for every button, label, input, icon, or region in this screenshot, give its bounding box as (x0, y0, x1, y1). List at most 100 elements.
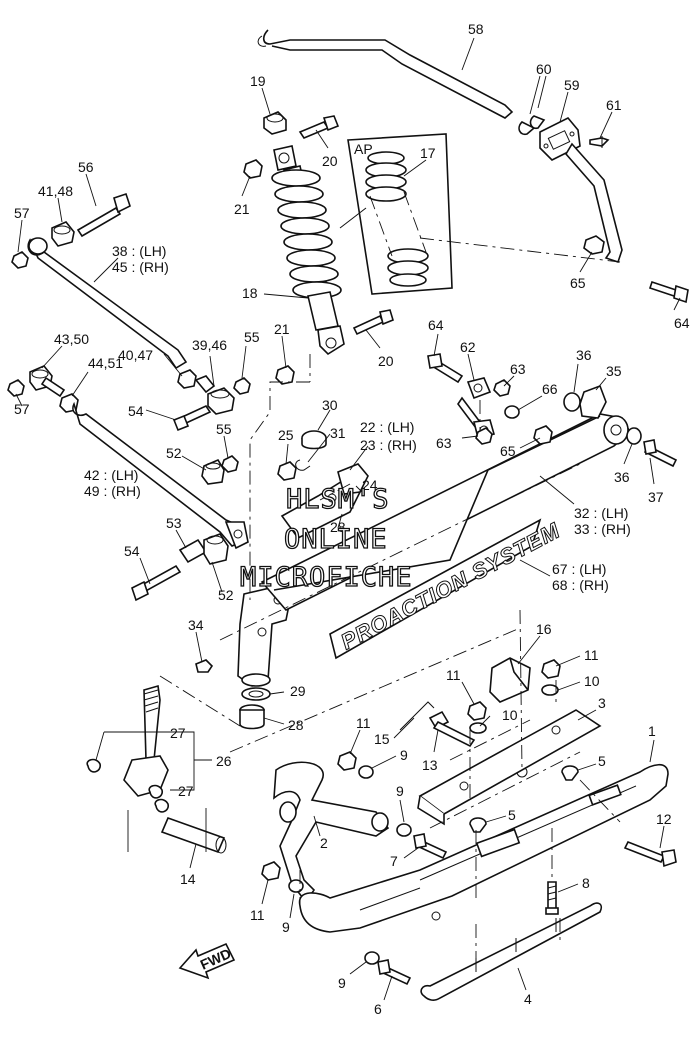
link-nut-b (475, 427, 493, 445)
stopper-16 (489, 657, 531, 703)
carbide-stud (545, 881, 559, 915)
arm-bolt-upper (172, 404, 212, 432)
saddle-bolt (428, 710, 476, 748)
forward-arrow: FWD (178, 942, 236, 980)
callout-43-50: 43,50 (54, 331, 89, 347)
callout-1: 1 (648, 723, 656, 739)
callout-26: 26 (216, 753, 232, 769)
callout-52b: 52 (218, 587, 234, 603)
arm-washer-a (563, 392, 581, 412)
upper-arm-bolt (76, 192, 131, 238)
callout-35: 35 (606, 363, 622, 379)
callout-68-rh: 68 : (RH) (552, 577, 609, 593)
callout-5b: 5 (508, 807, 516, 823)
saddle-nut-a (541, 659, 561, 679)
wear-bar (420, 902, 603, 1001)
callout-21b: 21 (274, 321, 290, 337)
shock-lower-bolt (352, 309, 394, 336)
ski-bolt-7 (413, 833, 448, 860)
callout-63b: 63 (436, 435, 452, 451)
callout-20b: 20 (378, 353, 394, 369)
callout-49-rh: 49 : (RH) (84, 483, 141, 499)
grease-nipple (195, 659, 214, 673)
callout-11b: 11 (446, 667, 461, 683)
callout-36a: 36 (576, 347, 592, 363)
upper-radius-rod (27, 237, 188, 370)
callout-62: 62 (460, 339, 476, 355)
saddle-screw-a (561, 765, 579, 781)
callout-25: 25 (278, 427, 294, 443)
shock-top-bolt (298, 115, 340, 139)
callout-10b: 10 (502, 707, 518, 723)
callout-12: 12 (656, 811, 672, 827)
callout-65a: 65 (570, 275, 586, 291)
link-washer (504, 405, 520, 419)
stabilizer-bar (257, 29, 514, 119)
callout-60: 60 (536, 61, 552, 77)
callout-4: 4 (524, 991, 532, 1007)
link-nut-c (533, 425, 553, 445)
ski-nut-b (261, 861, 281, 881)
callout-labels: 58 60 59 61 19 20 17 21 56 41,48 57 38 :… (14, 21, 690, 1017)
assembly-lines (159, 237, 621, 958)
callout-33-rh: 33 : (RH) (574, 521, 631, 537)
sleeve-14 (160, 816, 227, 854)
callout-54a: 54 (128, 403, 144, 419)
callout-22-lh: 22 : (LH) (360, 419, 414, 435)
callout-39-46: 39,46 (192, 337, 227, 353)
callout-9a: 9 (400, 747, 408, 763)
callout-36b: 36 (614, 469, 630, 485)
callout-66: 66 (542, 381, 558, 397)
callout-34: 34 (188, 617, 204, 633)
shock-lower-nut (275, 365, 295, 385)
callout-58: 58 (468, 21, 484, 37)
callout-38-lh: 38 : (LH) (112, 243, 166, 259)
callout-64a: 64 (674, 315, 690, 331)
callout-52a: 52 (166, 445, 182, 461)
callout-27a: 27 (170, 725, 186, 741)
shock-top-nut (243, 159, 263, 179)
bracket-screw (589, 136, 610, 148)
callout-63a: 63 (510, 361, 526, 377)
arm-bolt-37 (643, 439, 678, 468)
link-bolt-lower (427, 353, 464, 384)
ski-washer-c (288, 879, 304, 893)
callout-11c: 11 (356, 715, 371, 731)
ski-washer-d (364, 951, 380, 965)
bar-clips (518, 115, 546, 136)
arm-bushing-35 (579, 384, 607, 419)
link-nut-upper (583, 235, 605, 255)
lower-radius-rod (72, 401, 249, 550)
watermark: HLSM'S ONLINE MICROFICHE (239, 483, 413, 593)
lower-bushing-set (194, 375, 235, 415)
callout-54b: 54 (124, 543, 140, 559)
ski-saddle (417, 709, 602, 826)
cotter-pin (399, 701, 435, 731)
callout-31: 31 (330, 425, 346, 441)
callout-11d: 11 (250, 907, 265, 923)
detail-title: AP (354, 141, 373, 157)
upper-arm-nut (11, 251, 29, 269)
leader-lines (15, 37, 681, 1001)
callout-61: 61 (606, 97, 622, 113)
callout-14: 14 (180, 871, 196, 887)
callout-9c: 9 (282, 919, 290, 935)
bushing-nut (177, 369, 197, 389)
arm-bolt-lower (131, 564, 182, 602)
ski-handle (273, 761, 390, 904)
callout-11a: 11 (584, 647, 599, 663)
callout-9b: 9 (396, 783, 404, 799)
callout-53: 53 (166, 515, 182, 531)
callout-10a: 10 (584, 673, 600, 689)
upper-arm-bushing (51, 221, 75, 247)
callout-57b: 57 (14, 401, 30, 417)
callout-23-rh: 23 : (RH) (360, 437, 417, 453)
callout-7: 7 (390, 853, 398, 869)
callout-55b: 55 (216, 421, 232, 437)
spindle-bushing (239, 704, 265, 730)
callout-21a: 21 (234, 201, 250, 217)
callout-56: 56 (78, 159, 94, 175)
callout-44-51: 44,51 (88, 355, 123, 371)
watermark-line-3: MICROFICHE (240, 562, 413, 593)
